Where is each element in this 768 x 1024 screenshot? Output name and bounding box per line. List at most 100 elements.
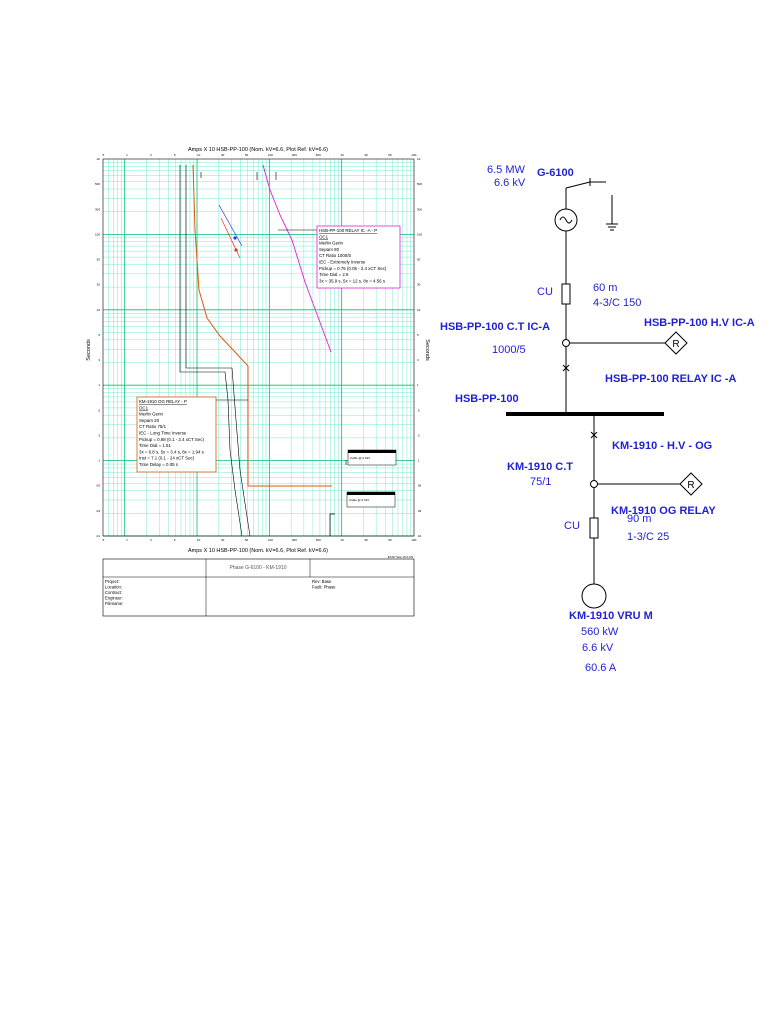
gen-id: G-6100 xyxy=(537,167,574,179)
y-tick-right: 50 xyxy=(417,258,421,262)
ic-relay-info-line: Time Dial = 2.9 xyxy=(319,272,349,277)
y-tick-right: 3 xyxy=(417,358,419,362)
gen-rating: 6.5 MW xyxy=(487,164,525,176)
cable2-type: CU xyxy=(564,520,580,532)
damage-point-blue xyxy=(233,236,237,240)
y-tick-left: 1 xyxy=(98,383,100,387)
x-tick-top: 50 xyxy=(245,153,249,157)
relay2-symbol-text: R xyxy=(687,480,694,491)
motor-kw: 560 kW xyxy=(581,626,619,638)
x-tick-top: 1K xyxy=(340,153,344,157)
cable-info-box-2-text: Cable @ 6.6kV xyxy=(349,498,369,502)
footer-right-field: Rev: Base xyxy=(312,579,332,584)
y-tick-right: .5 xyxy=(417,408,420,412)
relay2-symbol: R xyxy=(679,472,703,496)
og-relay-info-line: Pickup = 0.88 (0.1 - 2.4 xCT Sec) xyxy=(139,437,204,442)
relay1-symbol: R xyxy=(664,331,688,355)
y-tick-right: 100 xyxy=(417,232,422,236)
y-tick-left: .1 xyxy=(97,459,100,463)
cable-curve xyxy=(329,513,335,536)
breaker2-symbol xyxy=(590,431,598,439)
x-tick-top: 3 xyxy=(150,153,152,157)
y-tick-right: 300 xyxy=(417,207,422,211)
cable1-symbol xyxy=(561,283,571,305)
y-tick-right: 1K xyxy=(417,157,421,161)
ct1-symbol xyxy=(562,339,570,347)
ct1-ratio: 1000/5 xyxy=(492,344,526,356)
cable2-symbol xyxy=(589,517,599,539)
relay2-label: KM-1910 OG RELAY xyxy=(611,505,716,517)
x-tick-bottom: 100 xyxy=(268,538,273,542)
x-tick-top: 10K xyxy=(411,153,416,157)
cable-info-box-2: Cable @ 6.6kV xyxy=(346,491,396,508)
ic-relay-info-line: 3x = 35.9 s, 5x = 12 s, 8x = 4.56 s xyxy=(319,278,386,283)
tcc-footer-note: ETAP Star 16.0.0N xyxy=(388,555,413,559)
tcc-top-axis-title: Amps X 10 HSB-PP-100 (Nom. kV=6.6, Plot … xyxy=(188,147,328,153)
tcc-plot-frame xyxy=(102,158,415,537)
ct1-id: HSB-PP-100 C.T IC-A xyxy=(440,321,551,333)
y-tick-left: .01 xyxy=(96,534,101,538)
footer-left-field: Project: xyxy=(105,579,119,584)
y-tick-left: 3 xyxy=(98,358,100,362)
footer-left-field: Filename: xyxy=(105,601,123,606)
x-tick-top: 100 xyxy=(268,153,273,157)
ic-relay-info-line: IEC - Extremely Inverse xyxy=(319,260,366,265)
x-tick-bottom: 30 xyxy=(221,538,225,542)
og-relay-info-line: Merlin Gerin xyxy=(139,412,163,417)
y-tick-left: 300 xyxy=(95,207,100,211)
cable1-size: 4-3/C 150 xyxy=(593,297,642,309)
og-relay-info-line: KM-1910 OG RELAY - P xyxy=(139,399,187,404)
og-relay-info-line: Time Delay = 0.05 s xyxy=(139,462,179,467)
y-tick-right: .3 xyxy=(417,433,420,437)
ic-relay-info-line: OC1 xyxy=(319,234,329,239)
x-tick-bottom: 10 xyxy=(197,538,201,542)
og-relay-info-line: CT Ratio 75/1 xyxy=(139,424,167,429)
tcc-y-label-right: Seconds xyxy=(424,339,430,361)
x-tick-bottom: 3 xyxy=(150,538,152,542)
og-relay-info-line: IEC - Long Time Inverse xyxy=(139,431,187,436)
motor-curve-2 xyxy=(185,165,251,537)
y-tick-left: .03 xyxy=(96,509,101,513)
og-relay-info-line: Inst = 7.1 (0.1 - 24 xCT Sec) xyxy=(139,456,195,461)
x-tick-bottom: 5 xyxy=(174,538,176,542)
og-relay-curve xyxy=(192,164,332,487)
tcc-tick-labels: .5.5113355101030305050100100300300500500… xyxy=(95,153,422,542)
tcc-footer-table: Phase G-6100 - KM-1910 Project:Location:… xyxy=(102,558,415,617)
ct2-id: KM-1910 C.T xyxy=(507,461,574,473)
cable2-size: 1-3/C 25 xyxy=(627,531,670,543)
ic-relay-info-line: HSB-PP-100 RELAY IC -A - P xyxy=(319,228,377,233)
x-tick-top: .5 xyxy=(102,153,105,157)
tcc-y-label-left: Seconds xyxy=(86,339,92,361)
cable2-length: 90 m xyxy=(627,513,652,525)
breaker1-symbol xyxy=(562,364,570,372)
x-tick-bottom: .5 xyxy=(102,538,105,542)
x-tick-bottom: 1 xyxy=(126,538,128,542)
damage-point-red xyxy=(234,248,238,252)
y-tick-left: 10 xyxy=(97,308,101,312)
ground-icon xyxy=(606,223,618,231)
ic-relay-info-line: Merlin Gerin xyxy=(319,241,343,246)
tcc-bottom-axis-title: Amps X 10 HSB-PP-100 (Nom. kV=6.6, Plot … xyxy=(188,548,328,554)
og-relay-info-line: Sepam 20 xyxy=(139,418,160,423)
x-tick-top: 1 xyxy=(126,153,128,157)
y-tick-left: .3 xyxy=(97,433,100,437)
footer-left-field: Location: xyxy=(105,585,122,590)
x-tick-top: 300 xyxy=(292,153,297,157)
og-relay-info-line: 3x = 6.8 s, 5x = 3.4 s, 8x = 1.94 s xyxy=(139,449,205,454)
generator-sine-icon xyxy=(559,216,573,224)
og-relay-info-line: Time Dial = 1.51 xyxy=(139,443,171,448)
x-tick-bottom: 50 xyxy=(245,538,249,542)
relay1-symbol-text: R xyxy=(672,339,679,350)
y-tick-right: 30 xyxy=(417,283,421,287)
y-tick-right: 500 xyxy=(417,182,422,186)
gen-neutral-1 xyxy=(565,181,591,189)
y-tick-left: 5 xyxy=(98,333,100,337)
y-tick-right: 5 xyxy=(417,333,419,337)
x-tick-bottom: 1K xyxy=(340,538,344,542)
og-relay-info-line: OC1 xyxy=(139,405,149,410)
relay1-id: HSB-PP-100 H.V IC-A xyxy=(644,317,755,329)
damage-curve-blue xyxy=(218,204,243,247)
y-tick-right: 1 xyxy=(417,383,419,387)
